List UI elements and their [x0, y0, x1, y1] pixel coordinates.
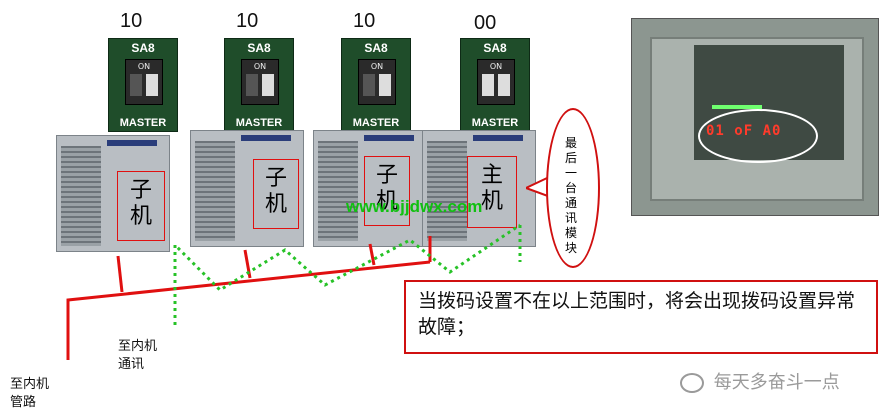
- dip-on-label: ON: [489, 62, 503, 71]
- unit-grille: [427, 141, 467, 241]
- dip-on-label: ON: [370, 62, 384, 71]
- dip-on-label: ON: [137, 62, 151, 71]
- note-char: 块: [564, 241, 577, 255]
- brand-logo: [364, 135, 414, 141]
- note-char: 最: [564, 136, 577, 150]
- brand-logo: [241, 135, 291, 141]
- dip-model-label: SA8: [483, 41, 507, 55]
- last-module-note: 最 后 一 台 通 讯 模 块: [563, 136, 579, 256]
- brand-logo: [107, 140, 157, 146]
- warning-text: 当拨码设置不在以上范围时，将会出现拨码设置异常故障；: [418, 290, 856, 338]
- dip-code-2: 10: [236, 10, 259, 32]
- wechat-icon: [680, 373, 704, 393]
- dip-master-label: MASTER: [235, 117, 283, 129]
- unit-role-label: 子 机: [253, 159, 299, 229]
- dip-switch-2: SA8 ON MASTER: [224, 38, 294, 132]
- dip-toggle: ON: [477, 59, 515, 105]
- dip-model-label: SA8: [131, 41, 155, 55]
- communication-line: [173, 223, 522, 325]
- footer-brand: 每天多奋斗一点: [680, 368, 840, 394]
- outdoor-unit-4: 主 机: [422, 130, 536, 247]
- note-char: 模: [564, 226, 577, 240]
- dip-switch-1: SA8 ON MASTER: [108, 38, 178, 132]
- status-leds: [712, 105, 762, 109]
- dip-master-label: MASTER: [352, 117, 400, 129]
- footer-brand-text: 每天多奋斗一点: [713, 372, 840, 393]
- pipe-label: 至内机 管路: [10, 377, 50, 410]
- outdoor-unit-3: 子 机: [313, 130, 427, 247]
- controller-photo: 01 oF A0: [631, 18, 879, 216]
- note-char: 通: [564, 196, 577, 210]
- dip-code-1: 10: [120, 10, 143, 32]
- dip-master-label: MASTER: [119, 117, 167, 129]
- refrigerant-pipe: [66, 236, 432, 360]
- unit-grille: [61, 146, 101, 246]
- brand-logo: [473, 135, 523, 141]
- dip-toggle: ON: [358, 59, 396, 105]
- note-char: 台: [564, 181, 577, 195]
- unit-role-label: 子 机: [364, 156, 410, 226]
- note-char: 后: [564, 151, 577, 165]
- unit-grille: [318, 141, 358, 241]
- dip-master-label: MASTER: [471, 117, 519, 129]
- note-char: 讯: [564, 211, 577, 225]
- unit-grille: [195, 141, 235, 241]
- watermark: www.bjjdwx.com: [346, 197, 483, 216]
- last-module-callout: [546, 108, 600, 268]
- note-char: 一: [564, 166, 577, 180]
- warning-box: 当拨码设置不在以上范围时，将会出现拨码设置异常故障；: [404, 280, 878, 354]
- unit-role-label: 子 机: [117, 171, 165, 241]
- dip-code-4: 00: [474, 12, 497, 34]
- dip-model-label: SA8: [247, 41, 271, 55]
- unit-role-label: 主 机: [467, 156, 517, 228]
- outdoor-unit-1: 子 机: [56, 135, 170, 252]
- dip-switch-3: SA8 ON MASTER: [341, 38, 411, 132]
- comm-label: 至内机 通讯: [118, 339, 158, 372]
- dip-toggle: ON: [241, 59, 279, 105]
- dip-code-3: 10: [353, 10, 376, 32]
- dip-on-label: ON: [253, 62, 267, 71]
- outdoor-unit-2: 子 机: [190, 130, 304, 247]
- dip-model-label: SA8: [364, 41, 388, 55]
- dip-switch-4: SA8 ON MASTER: [460, 38, 530, 132]
- display-highlight: [698, 109, 818, 163]
- dip-toggle: ON: [125, 59, 163, 105]
